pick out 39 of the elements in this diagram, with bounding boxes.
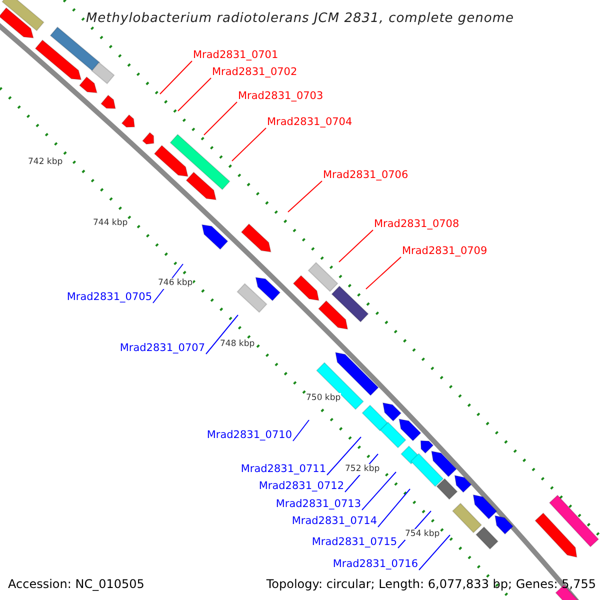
footer-text: Topology: circular; Length: 6,077,833 bp; Genes: 5,755 <box>266 576 596 593</box>
leader-line <box>292 420 310 442</box>
gene-label: Mrad2831_0702 <box>212 65 298 79</box>
gene-label: Mrad2831_0708 <box>374 217 460 231</box>
leader-line <box>378 488 410 528</box>
gene-label: Mrad2831_0701 <box>193 48 278 62</box>
footer-text: Accession: NC_010505 <box>8 576 144 593</box>
scale-label: 748 kbp <box>220 339 255 350</box>
gene-label: Mrad2831_0707 <box>120 341 205 355</box>
leader-line <box>178 78 212 112</box>
leader-line <box>288 180 322 212</box>
leader-line <box>326 436 362 476</box>
leader-line <box>204 102 238 136</box>
scale-label: 752 kbp <box>345 464 380 475</box>
gene-label: Mrad2831_0710 <box>206 428 292 442</box>
gene-label: Mrad2831_0704 <box>267 115 352 129</box>
gene-label: Mrad2831_0716 <box>332 557 418 571</box>
title: Methylobacterium radiotolerans JCM 2831, complete genome <box>84 10 516 28</box>
gene-label: Mrad2831_0705 <box>66 290 152 304</box>
scale-label: 746 kbp <box>158 278 193 289</box>
leader-line <box>362 472 396 510</box>
leader-line <box>338 230 374 262</box>
scale-label: 750 kbp <box>306 393 341 404</box>
gene-label: Mrad2831_0711 <box>240 462 326 476</box>
leader-line <box>206 314 238 354</box>
scale-label: 742 kbp <box>28 157 63 168</box>
gene-label: Mrad2831_0712 <box>258 479 344 493</box>
leader-line <box>418 534 450 570</box>
leader-line <box>160 60 192 94</box>
gene-label: Mrad2831_0713 <box>276 497 361 511</box>
gene-label: Mrad2831_0715 <box>312 535 397 549</box>
leader-line <box>366 256 402 290</box>
gene-label: Mrad2831_0714 <box>292 514 377 528</box>
gene-label: Mrad2831_0703 <box>238 89 324 103</box>
scale-label: 744 kbp <box>93 218 128 229</box>
scale-label: 754 kbp <box>405 529 440 540</box>
gene-label: Mrad2831_0706 <box>323 168 408 182</box>
leader-line <box>232 128 266 162</box>
gene-label: Mrad2831_0709 <box>402 244 488 258</box>
